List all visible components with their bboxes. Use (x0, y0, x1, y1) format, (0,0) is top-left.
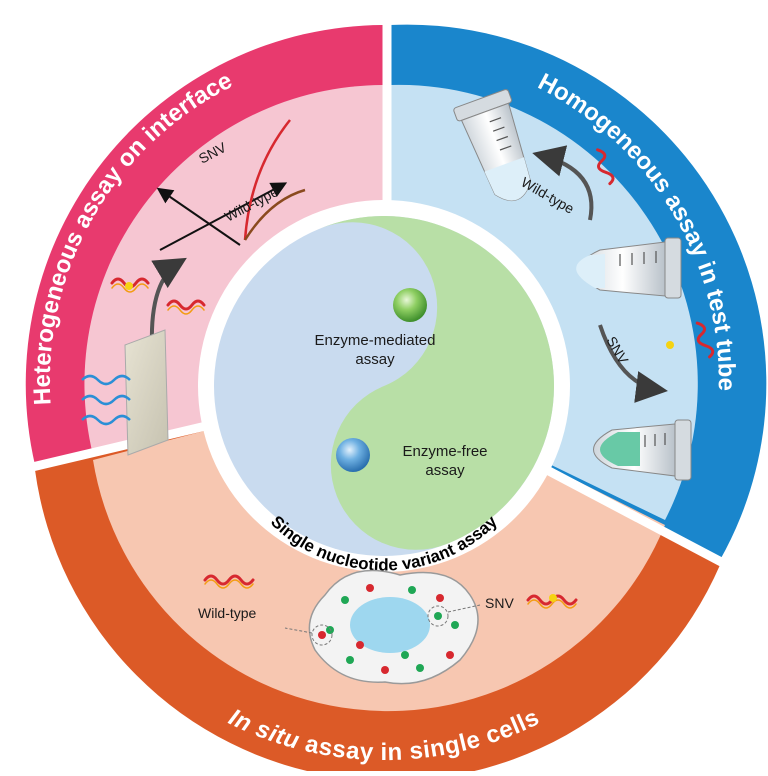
tube-top-icon (453, 89, 532, 202)
wild-type-curve (243, 188, 306, 241)
in-situ-dna-icon (203, 574, 578, 609)
enzyme-free-label: Enzyme-free (402, 443, 487, 460)
enzyme-free-label-line2: assay (425, 462, 465, 479)
dna-strands-icon (110, 277, 206, 315)
snv-curve (243, 119, 291, 241)
enzyme-mediated-group: Enzyme-mediated assay (315, 288, 436, 368)
tube-bottom-icon (593, 419, 692, 481)
cell-icon (284, 569, 481, 685)
homogeneous-arrow-upper (532, 145, 594, 221)
plot-axis-right (159, 182, 288, 251)
cell-dots (326, 584, 459, 674)
green-sphere-icon (393, 288, 427, 322)
in-situ-snv-label: SNV (485, 595, 514, 611)
plot-axis-left (156, 187, 241, 246)
enzyme-mediated-label: Enzyme-mediated (315, 332, 436, 349)
center-disc (198, 200, 570, 572)
blue-sphere-icon (336, 438, 370, 472)
tube-middle-icon (576, 237, 682, 299)
homogeneous-dna-icon (596, 148, 715, 359)
enzyme-free-group: Enzyme-free assay (336, 438, 488, 479)
probe-surface-icon (81, 329, 169, 456)
in-situ-wild-type-label: Wild-type (198, 605, 257, 621)
homogeneous-arrow-lower (598, 324, 668, 403)
capture-arrow-icon (149, 257, 187, 346)
enzyme-mediated-label-line2: assay (355, 351, 395, 368)
